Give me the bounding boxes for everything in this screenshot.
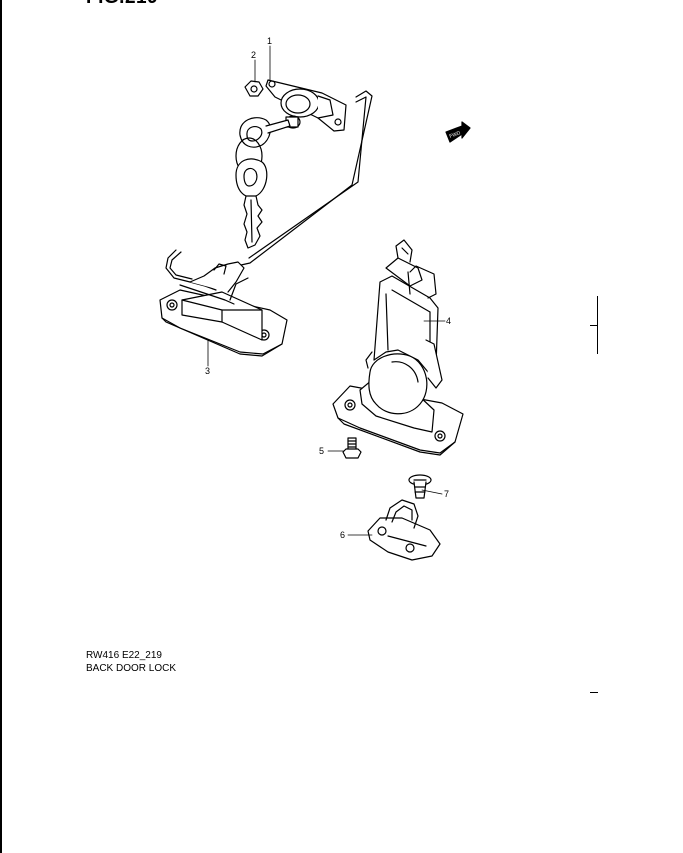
callout-7: 7 <box>444 489 449 499</box>
part-nut <box>244 80 264 97</box>
callout-5: 5 <box>319 446 324 456</box>
part-key-cylinder <box>240 79 373 266</box>
page-frame-edge <box>0 0 2 853</box>
callout-2: 2 <box>251 50 256 60</box>
crop-mark <box>590 325 598 326</box>
callout-numbers: 1 2 3 4 5 6 7 <box>205 36 451 540</box>
svg-text:FWD: FWD <box>449 130 462 140</box>
part-bolt <box>342 437 362 459</box>
part-latch-left <box>159 249 288 357</box>
keys <box>235 117 291 249</box>
callout-1: 1 <box>267 36 272 46</box>
fwd-arrow-icon: FWD <box>445 121 471 143</box>
callout-leaders <box>207 45 446 536</box>
crop-mark <box>590 692 598 693</box>
part-screw <box>408 474 432 499</box>
figure-model-code: RW416 E22_219 <box>86 650 162 661</box>
figure-name: BACK DOOR LOCK <box>86 663 177 674</box>
part-striker <box>367 499 441 561</box>
callout-6: 6 <box>340 530 345 540</box>
callout-3: 3 <box>205 366 210 376</box>
part-actuator-latch <box>332 239 464 456</box>
figure-title: FIG.219 <box>86 0 158 8</box>
callout-4: 4 <box>446 316 451 326</box>
